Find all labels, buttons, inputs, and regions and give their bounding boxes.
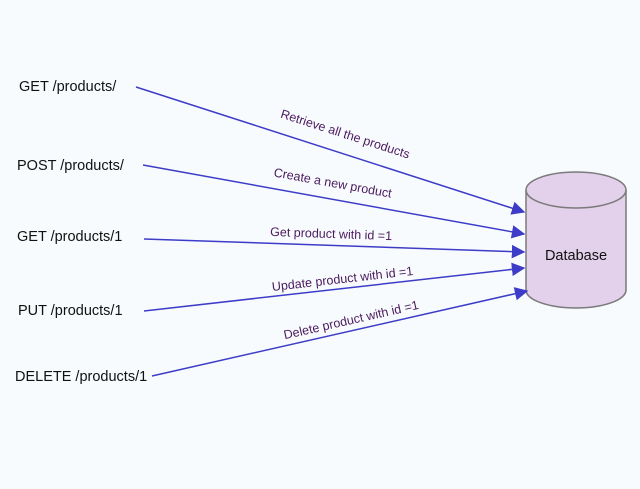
arrow-get-all: [135, 86, 526, 215]
action-label-get-one: Get product with id =1: [270, 225, 392, 243]
arrow-delete: [151, 287, 529, 377]
arrow-post: [142, 164, 526, 239]
request-labels: GET /products/ POST /products/ GET /prod…: [15, 79, 147, 385]
database-label: Database: [545, 248, 607, 264]
request-label-get-one: GET /products/1: [17, 229, 122, 245]
database-top: [525, 171, 627, 209]
action-label-create: Create a new product: [273, 165, 394, 200]
arrow-get-one: [143, 238, 526, 259]
action-labels: Retrieve all the products Create a new p…: [270, 107, 420, 342]
database-body: [525, 190, 627, 309]
request-label-delete: DELETE /products/1: [15, 369, 147, 385]
arrow-put: [143, 262, 526, 312]
request-label-post: POST /products/: [17, 158, 125, 174]
request-label-put: PUT /products/1: [18, 303, 123, 319]
database-cylinder: Database: [525, 171, 627, 309]
request-label-get-all: GET /products/: [19, 79, 117, 95]
arrows: [135, 86, 529, 377]
action-label-update: Update product with id =1: [271, 264, 414, 294]
action-label-retrieve-all: Retrieve all the products: [279, 107, 412, 162]
